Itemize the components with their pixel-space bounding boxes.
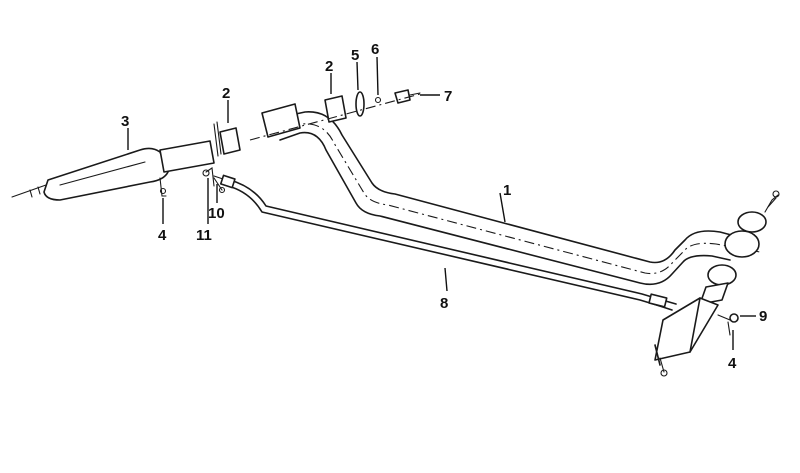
label-part-11: 11 [196,227,212,244]
label-part-9: 9 [759,308,767,325]
label-part-4-left: 4 [158,227,167,244]
label-part-1: 1 [503,182,511,199]
label-part-2-right: 2 [325,58,333,75]
left-collar [202,121,241,194]
label-part-3: 3 [121,113,129,130]
part-labels: 1 2 2 3 4 4 5 6 7 8 9 10 11 [121,41,767,372]
label-part-2-left: 2 [222,85,230,102]
right-end-assembly [654,190,780,377]
label-part-10: 10 [208,205,225,222]
label-part-7: 7 [444,88,452,105]
label-part-4-right: 4 [728,355,737,372]
left-grip [11,140,215,201]
right-fastener-group [249,89,421,141]
label-part-8: 8 [440,295,448,312]
label-part-6: 6 [371,41,379,58]
control-cable [213,174,677,311]
label-part-5: 5 [351,47,359,64]
leader-lines [127,56,756,350]
